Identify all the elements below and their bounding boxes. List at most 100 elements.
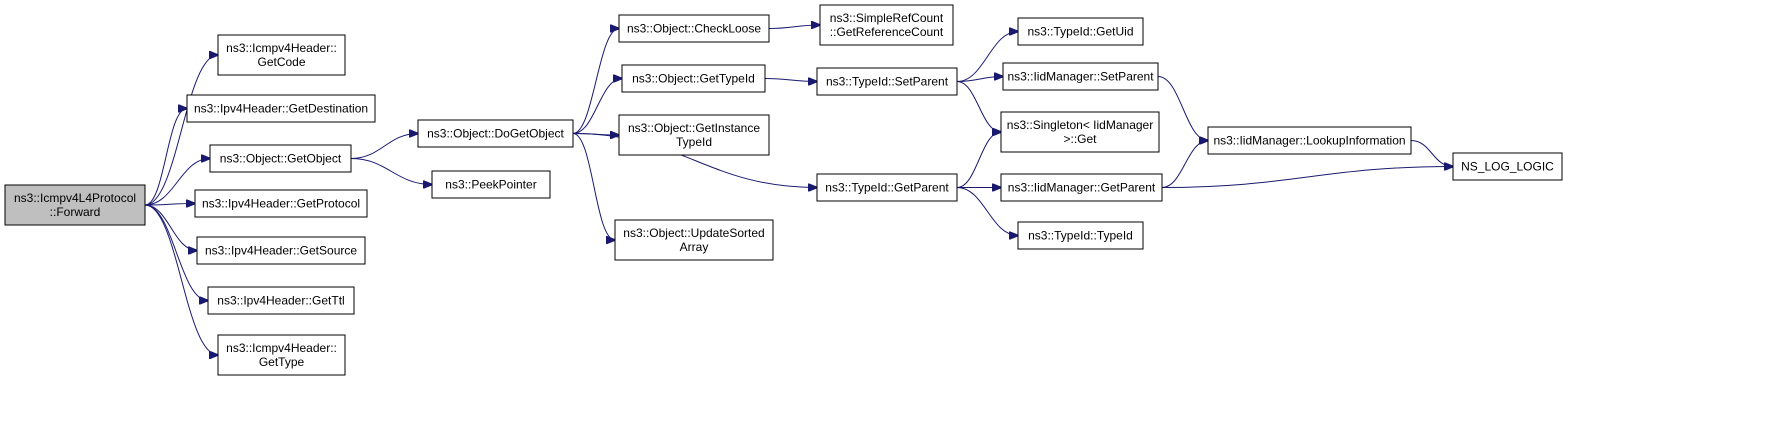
node-label-peekpointer-0: ns3::PeekPointer xyxy=(445,178,536,192)
node-label-iid_getparent-0: ns3::IidManager::GetParent xyxy=(1008,181,1156,195)
edge-getobject-to-dogetobject xyxy=(350,134,418,159)
node-iid_getparent[interactable]: ns3::IidManager::GetParent xyxy=(1000,173,1163,202)
node-gettype[interactable]: ns3::Icmpv4Header::GetType xyxy=(217,334,346,376)
node-label-tid_getuid-0: ns3::TypeId::GetUid xyxy=(1027,25,1133,39)
node-box-objgettypeid xyxy=(621,64,766,93)
node-label-tid_setparent-0: ns3::TypeId::SetParent xyxy=(826,75,949,89)
node-tid_getparent[interactable]: ns3::TypeId::GetParent xyxy=(816,173,958,202)
edge-forward-to-gettype xyxy=(144,204,218,355)
node-getcode[interactable]: ns3::Icmpv4Header::GetCode xyxy=(217,34,346,76)
node-box-tid_typeid xyxy=(1017,221,1144,250)
node-label-getprotocol-0: ns3::Ipv4Header::GetProtocol xyxy=(202,197,360,211)
node-label-gettype-1: GetType xyxy=(259,355,305,369)
node-box-getdest xyxy=(186,94,376,123)
node-label-getsource-0: ns3::Ipv4Header::GetSource xyxy=(205,244,357,258)
node-label-dogetobject-0: ns3::Object::DoGetObject xyxy=(427,127,564,141)
node-label-singleton_get-1: >::Get xyxy=(1063,132,1097,146)
node-getsource[interactable]: ns3::Ipv4Header::GetSource xyxy=(196,236,366,265)
edge-dogetobject-to-updatesortedarray xyxy=(572,133,615,241)
node-label-updatesortedarray-0: ns3::Object::UpdateSorted xyxy=(623,226,764,240)
node-label-iid_setparent-0: ns3::IidManager::SetParent xyxy=(1007,70,1154,84)
edge-checkloose-to-simplerefcount xyxy=(768,25,820,29)
edge-lookupinfo-to-nslog xyxy=(1410,140,1453,167)
node-tid_setparent[interactable]: ns3::TypeId::SetParent xyxy=(816,67,958,96)
edge-tid_getparent-to-singleton_get xyxy=(956,132,1001,188)
edge-forward-to-getprotocol xyxy=(144,204,195,206)
edge-tid_setparent-to-iid_setparent xyxy=(956,77,1003,82)
node-label-tid_typeid-0: ns3::TypeId::TypeId xyxy=(1028,229,1133,243)
node-box-nslog xyxy=(1452,152,1563,181)
node-label-singleton_get-0: ns3::Singleton< IidManager xyxy=(1007,118,1153,132)
edge-dogetobject-to-checkloose xyxy=(572,29,619,134)
node-box-forward xyxy=(4,184,146,226)
edge-iid_getparent-to-lookupinfo xyxy=(1161,141,1208,188)
edges-layer xyxy=(144,25,1453,355)
node-label-simplerefcount-0: ns3::SimpleRefCount xyxy=(830,11,944,25)
node-box-getinstancetypeid xyxy=(618,114,770,156)
node-box-tid_getparent xyxy=(816,173,958,202)
node-label-getttl-0: ns3::Ipv4Header::GetTtl xyxy=(217,294,344,308)
node-box-getttl xyxy=(207,286,355,315)
node-box-gettype xyxy=(217,334,346,376)
node-simplerefcount[interactable]: ns3::SimpleRefCount::GetReferenceCount xyxy=(819,4,954,46)
node-box-updatesortedarray xyxy=(614,219,774,261)
node-tid_getuid[interactable]: ns3::TypeId::GetUid xyxy=(1017,17,1144,46)
edge-forward-to-getcode xyxy=(144,55,218,206)
node-getprotocol[interactable]: ns3::Ipv4Header::GetProtocol xyxy=(194,189,368,218)
node-tid_typeid[interactable]: ns3::TypeId::TypeId xyxy=(1017,221,1144,250)
node-box-getprotocol xyxy=(194,189,368,218)
node-box-tid_getuid xyxy=(1017,17,1144,46)
node-iid_setparent[interactable]: ns3::IidManager::SetParent xyxy=(1002,62,1159,91)
node-label-getcode-1: GetCode xyxy=(257,55,305,69)
node-checkloose[interactable]: ns3::Object::CheckLoose xyxy=(618,14,770,43)
node-label-getdest-0: ns3::Ipv4Header::GetDestination xyxy=(194,102,368,116)
node-getdest[interactable]: ns3::Ipv4Header::GetDestination xyxy=(186,94,376,123)
edge-tid_setparent-to-tid_getuid xyxy=(956,32,1018,82)
node-box-peekpointer xyxy=(431,170,551,199)
node-box-tid_setparent xyxy=(816,67,958,96)
node-label-getobject-0: ns3::Object::GetObject xyxy=(220,152,342,166)
node-label-checkloose-0: ns3::Object::CheckLoose xyxy=(627,22,761,36)
node-label-lookupinfo-0: ns3::IidManager::LookupInformation xyxy=(1213,134,1405,148)
node-box-iid_setparent xyxy=(1002,62,1159,91)
edge-iid_setparent-to-lookupinfo xyxy=(1157,76,1208,141)
edge-getobject-to-peekpointer xyxy=(350,158,432,185)
node-label-getinstancetypeid-1: TypeId xyxy=(676,135,712,149)
node-singleton_get[interactable]: ns3::Singleton< IidManager>::Get xyxy=(1000,111,1160,153)
node-box-lookupinfo xyxy=(1207,126,1412,155)
edge-objgettypeid-to-tid_setparent xyxy=(764,79,817,82)
node-box-getsource xyxy=(196,236,366,265)
node-getttl[interactable]: ns3::Ipv4Header::GetTtl xyxy=(207,286,355,315)
node-label-forward-1: ::Forward xyxy=(50,205,101,219)
edge-tid_setparent-to-singleton_get xyxy=(956,81,1001,133)
edge-forward-to-getobject xyxy=(144,159,210,206)
node-peekpointer[interactable]: ns3::PeekPointer xyxy=(431,170,551,199)
node-label-objgettypeid-0: ns3::Object::GetTypeId xyxy=(632,72,755,86)
edge-dogetobject-to-objgettypeid xyxy=(572,79,622,134)
node-getobject[interactable]: ns3::Object::GetObject xyxy=(209,144,352,173)
edge-tid_getparent-to-tid_typeid xyxy=(956,187,1018,236)
edge-iid_getparent-to-nslog xyxy=(1161,167,1453,188)
node-nslog[interactable]: NS_LOG_LOGIC xyxy=(1452,152,1563,181)
node-lookupinfo[interactable]: ns3::IidManager::LookupInformation xyxy=(1207,126,1412,155)
node-objgettypeid[interactable]: ns3::Object::GetTypeId xyxy=(621,64,766,93)
node-box-getobject xyxy=(209,144,352,173)
node-label-simplerefcount-1: ::GetReferenceCount xyxy=(830,25,944,39)
node-box-simplerefcount xyxy=(819,4,954,46)
node-dogetobject[interactable]: ns3::Object::DoGetObject xyxy=(417,119,574,148)
node-label-getinstancetypeid-0: ns3::Object::GetInstance xyxy=(628,121,760,135)
node-label-tid_getparent-0: ns3::TypeId::GetParent xyxy=(825,181,949,195)
node-box-singleton_get xyxy=(1000,111,1160,153)
node-forward[interactable]: ns3::Icmpv4L4Protocol::Forward xyxy=(4,184,146,226)
edge-dogetobject-to-tid_getparent xyxy=(572,133,817,188)
node-box-iid_getparent xyxy=(1000,173,1163,202)
node-label-nslog-0: NS_LOG_LOGIC xyxy=(1461,160,1554,174)
nodes-layer: ns3::Icmpv4L4Protocol::Forwardns3::Icmpv… xyxy=(4,4,1563,376)
node-box-checkloose xyxy=(618,14,770,43)
node-box-getcode xyxy=(217,34,346,76)
edge-forward-to-getdest xyxy=(144,109,187,206)
node-label-updatesortedarray-1: Array xyxy=(680,240,709,254)
